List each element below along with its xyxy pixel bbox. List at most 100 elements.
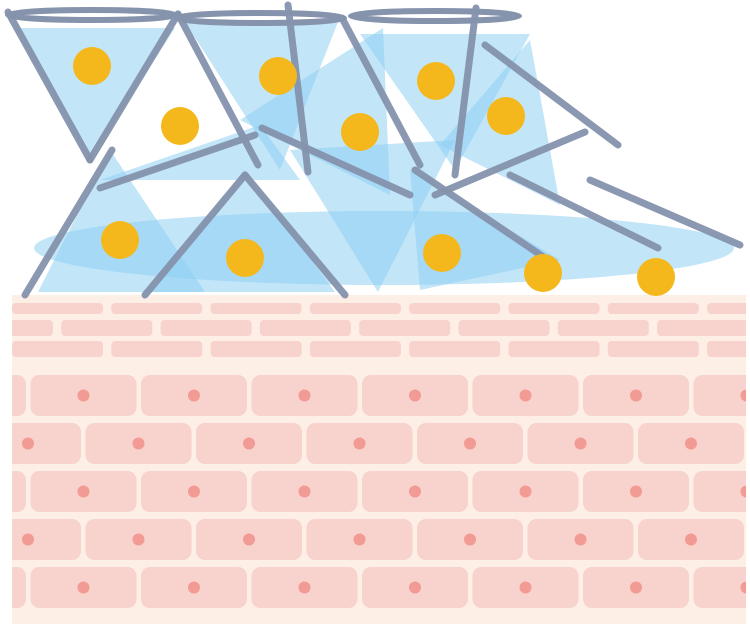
surface-cell <box>309 341 401 357</box>
particle-layer <box>73 47 675 296</box>
cell-nucleus <box>740 485 746 498</box>
cell-nucleus <box>519 485 532 498</box>
surface-cell <box>111 303 203 314</box>
skin-cell <box>693 375 746 416</box>
fiber-network <box>4 1 744 299</box>
skin-cell <box>12 375 26 416</box>
fiber-rod <box>4 8 94 164</box>
surface-cell <box>707 303 746 314</box>
cell-nucleus <box>132 533 145 546</box>
surface-cell <box>111 341 203 357</box>
surface-cell <box>12 320 53 336</box>
cell-nucleus <box>630 485 642 498</box>
cell-nucleus <box>409 485 421 498</box>
skin-cell <box>12 519 81 560</box>
surface-cell <box>508 341 600 357</box>
fiber-rod <box>506 171 662 252</box>
cell-nucleus <box>574 437 587 450</box>
cell-nucleus <box>298 581 311 594</box>
skin-cell <box>693 567 746 608</box>
membrane-sheet <box>360 34 530 170</box>
surface-cell <box>557 320 649 336</box>
surface-cell <box>657 320 746 336</box>
membrane-sheet <box>38 150 205 292</box>
cell-nucleus <box>409 389 421 402</box>
particle-dot <box>341 113 379 151</box>
membrane-sheet <box>185 22 338 170</box>
cell-nucleus <box>298 485 311 498</box>
surface-cell <box>309 303 401 314</box>
cell-nucleus <box>243 533 255 546</box>
ring-fiber <box>5 7 179 23</box>
cell-nucleus <box>685 437 697 450</box>
fiber-rod <box>411 166 549 262</box>
cell-nucleus <box>353 533 366 546</box>
fiber-rod <box>338 14 424 169</box>
surface-cell <box>160 320 252 336</box>
fiber-rod <box>481 41 622 149</box>
skin-cell <box>12 471 26 512</box>
skin-cell <box>12 567 26 608</box>
membrane-layer <box>15 22 734 292</box>
cell-nucleus <box>77 389 90 402</box>
cell-nucleus <box>630 389 642 402</box>
cell-nucleus <box>243 437 255 450</box>
fiber-rod <box>241 171 349 299</box>
fiber-rod <box>258 124 414 199</box>
cell-nucleus <box>132 437 145 450</box>
ring-fiber <box>348 8 522 24</box>
skin-cell <box>12 423 81 464</box>
cell-nucleus <box>409 581 421 594</box>
skin-cells <box>12 303 746 608</box>
surface-cell <box>210 341 302 357</box>
particle-dot <box>423 234 461 272</box>
fiber-rod <box>86 10 182 164</box>
surface-cell <box>61 320 153 336</box>
cell-nucleus <box>188 389 200 402</box>
cell-nucleus <box>188 485 200 498</box>
surface-cell <box>210 303 302 314</box>
particle-dot <box>487 97 525 135</box>
cell-nucleus <box>519 581 532 594</box>
fiber-rod <box>96 131 259 192</box>
surface-cell <box>409 341 501 357</box>
particle-dot <box>226 239 264 277</box>
surface-cell <box>409 303 501 314</box>
cell-nucleus <box>353 437 366 450</box>
cell-nucleus <box>77 581 90 594</box>
fiber-rod <box>451 4 480 179</box>
membrane-sheet <box>150 170 335 292</box>
surface-cell <box>458 320 550 336</box>
particle-dot <box>417 62 455 100</box>
cell-nucleus <box>740 389 746 402</box>
cell-nucleus <box>574 533 587 546</box>
membrane-sheet <box>15 28 175 160</box>
surface-cell <box>607 303 699 314</box>
cell-nucleus <box>740 581 746 594</box>
surface-cell <box>707 341 746 357</box>
cell-nucleus <box>630 581 642 594</box>
fiber-rod <box>431 128 589 199</box>
surface-cell <box>12 303 103 314</box>
fiber-rod <box>586 176 744 249</box>
cell-nucleus <box>685 533 697 546</box>
cell-nucleus <box>464 533 476 546</box>
cell-nucleus <box>188 581 200 594</box>
particle-dot <box>161 107 199 145</box>
particle-dot <box>637 258 675 296</box>
skin-layer <box>12 295 746 624</box>
fiber-rod <box>141 171 249 299</box>
particle-dot <box>524 254 562 292</box>
cell-nucleus <box>22 533 34 546</box>
particle-dot <box>73 47 111 85</box>
particle-dot <box>259 57 297 95</box>
fiber-rod <box>21 146 116 299</box>
surface-cell <box>259 320 351 336</box>
cell-nucleus <box>77 485 90 498</box>
cell-nucleus <box>519 389 532 402</box>
particle-dot <box>101 221 139 259</box>
surface-cell <box>12 341 103 357</box>
cell-nucleus <box>464 437 476 450</box>
cell-nucleus <box>22 437 34 450</box>
